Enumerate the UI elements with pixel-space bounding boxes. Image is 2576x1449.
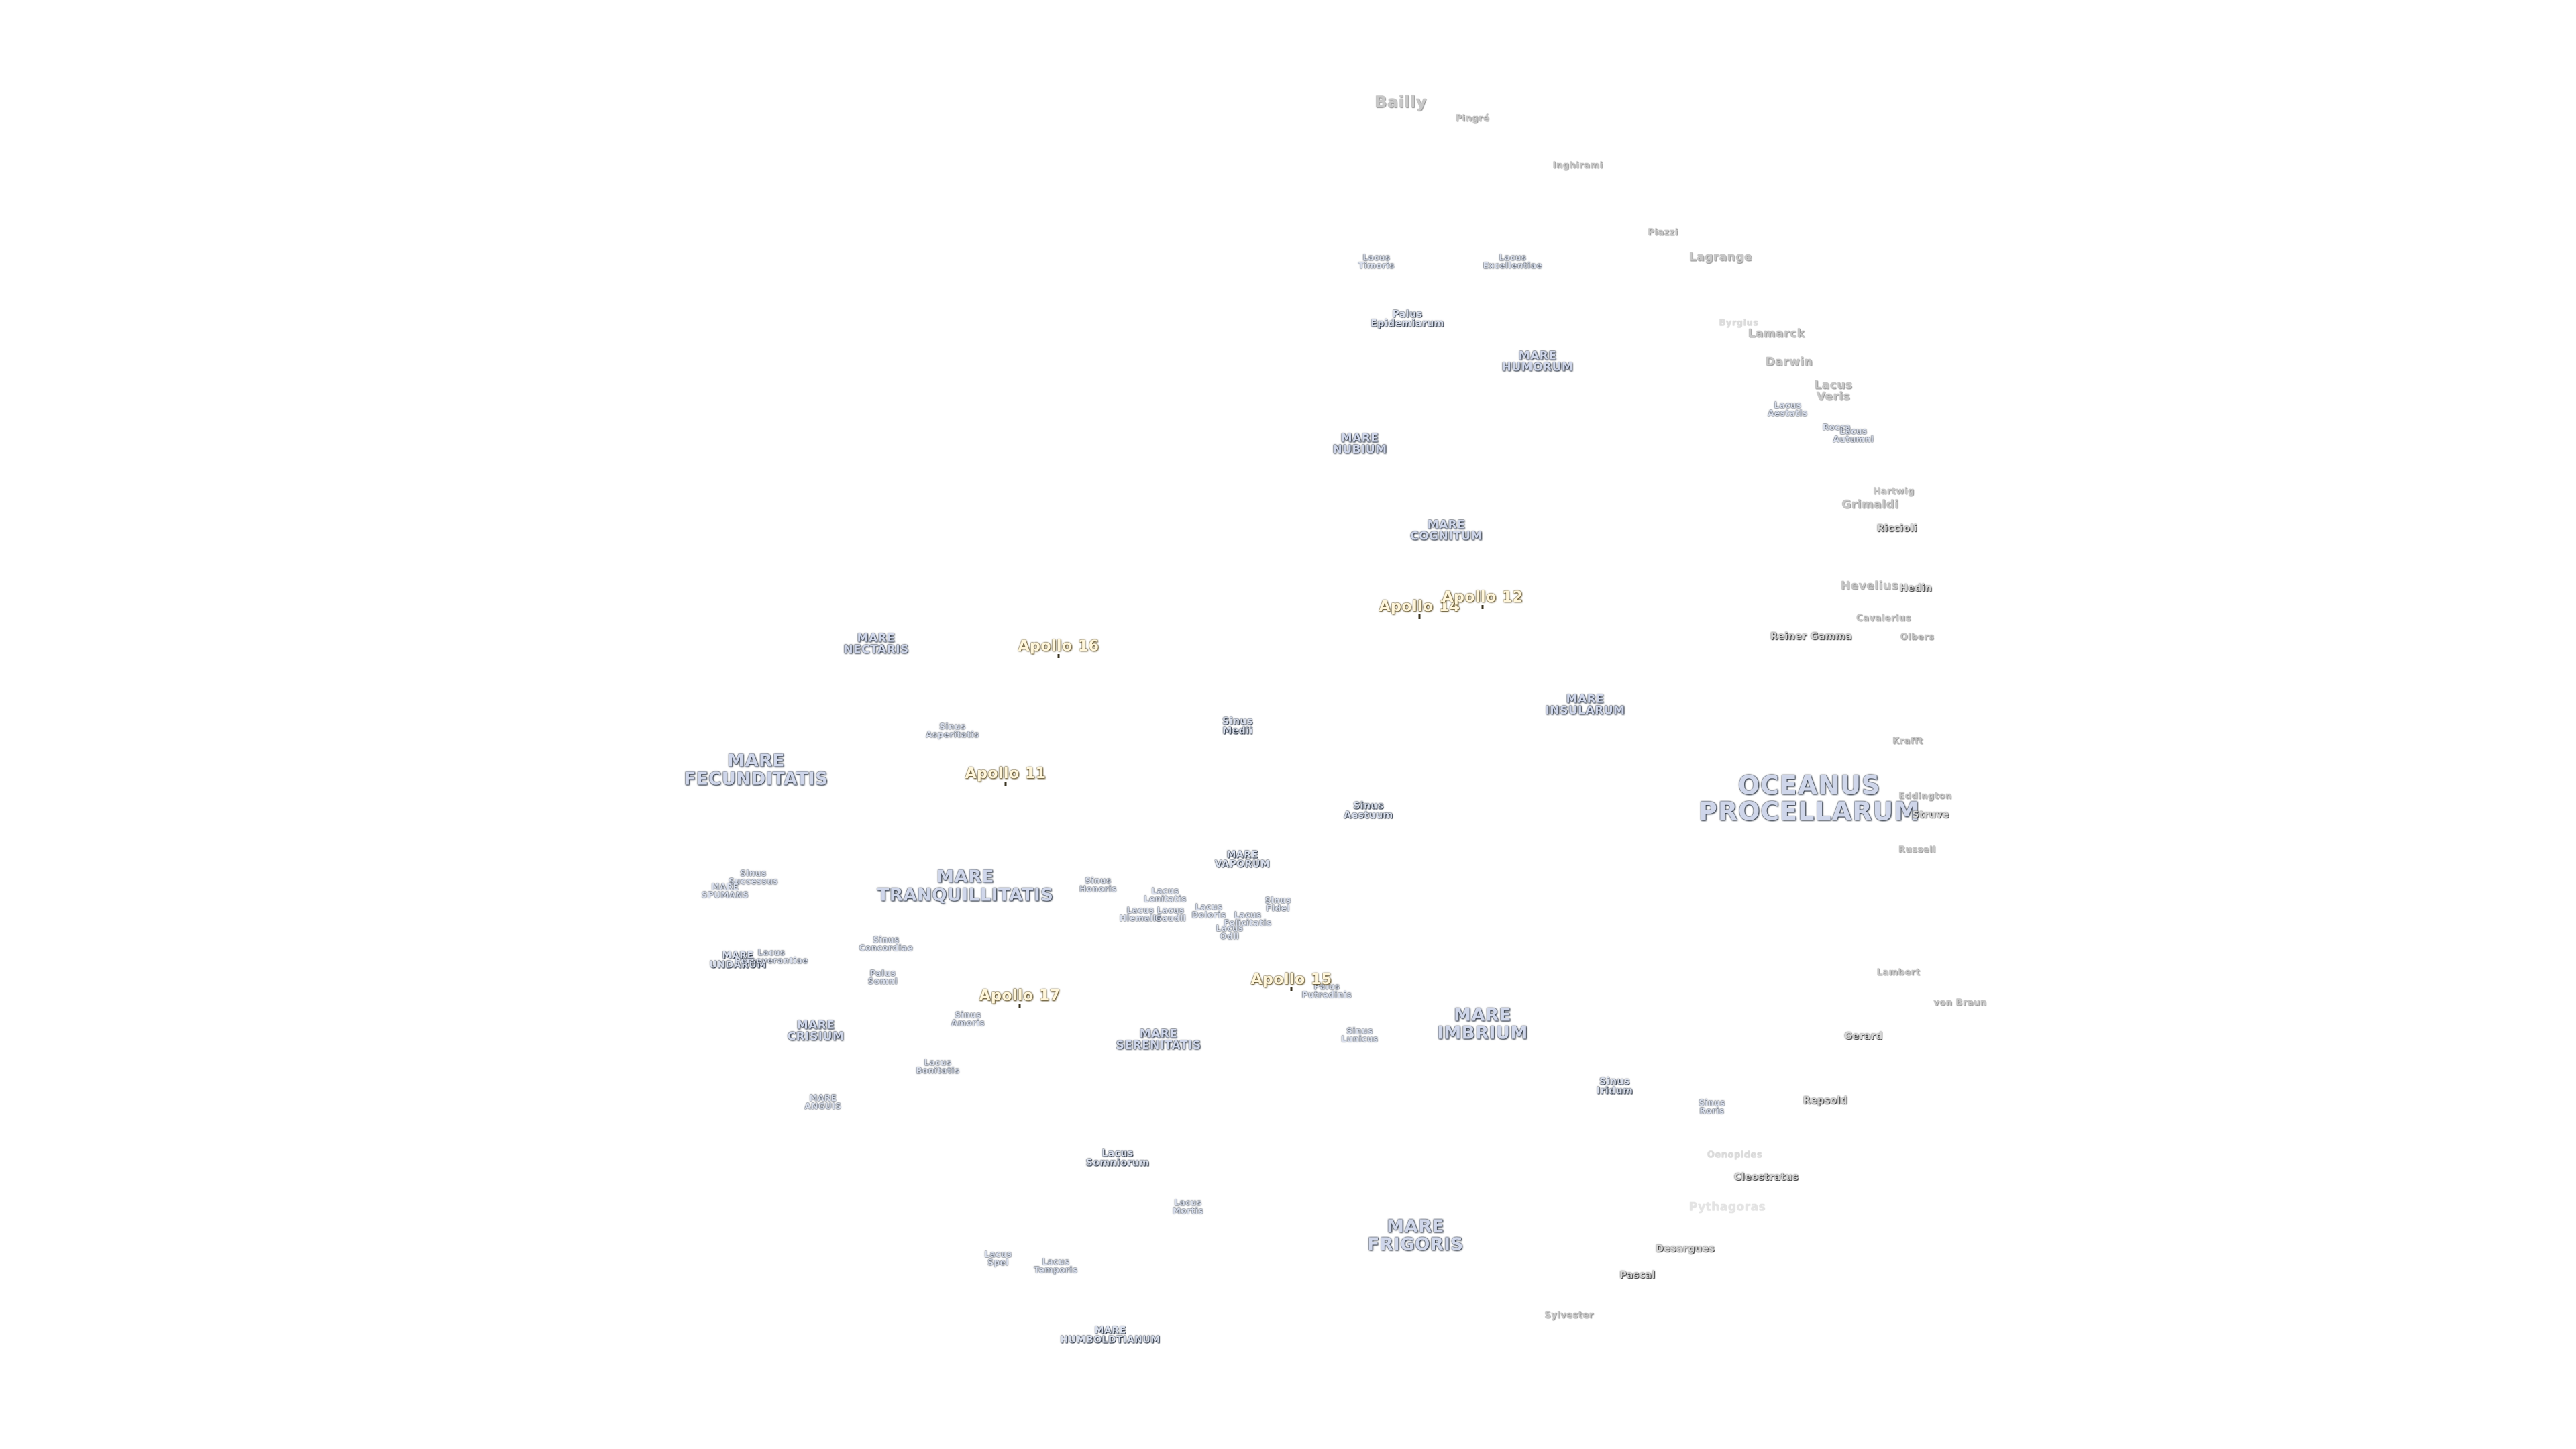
feature-pythagoras: Pythagoras xyxy=(1688,1200,1766,1214)
feature-gerard: Gerard xyxy=(1844,1030,1883,1042)
landing-marker-icon xyxy=(1290,987,1293,991)
feature-lacus-bonitatis: Lacus Bonitatis xyxy=(916,1057,960,1075)
feature-bailly: Bailly xyxy=(1375,92,1427,111)
feature-struve: Struve xyxy=(1912,809,1949,820)
feature-mare-serenitatis: MARE SERENITATIS xyxy=(1116,1027,1201,1053)
feature-rocca: Rocca xyxy=(1822,422,1851,432)
feature-mare-humorum: MARE HUMORUM xyxy=(1501,349,1574,374)
feature-palus-somni: Palus Somni xyxy=(867,968,898,986)
feature-lagrange: Lagrange xyxy=(1688,250,1753,264)
feature-lacus-spei: Lacus Spei xyxy=(984,1249,1012,1267)
feature-cleostratus: Cleostratus xyxy=(1733,1171,1799,1183)
feature-oceanus-procellarum: OCEANUS PROCELLARUM xyxy=(1698,770,1921,826)
feature-sinus-lunicus: Sinus Lunicus xyxy=(1341,1026,1379,1044)
feature-pascal: Pascal xyxy=(1619,1269,1656,1281)
feature-sinus-asperitatis: Sinus Asperitatis xyxy=(926,721,979,739)
feature-lacus-gaudii: Lacus Gaudii xyxy=(1155,905,1187,923)
landing-marker-icon xyxy=(1481,605,1484,609)
feature-darwin: Darwin xyxy=(1765,355,1813,369)
apollo-site-apollo-14: Apollo 14 xyxy=(1379,598,1460,615)
feature-sinus-aestuum: Sinus Aestuum xyxy=(1344,800,1393,821)
feature-mare-fecunditatis: MARE FECUNDITATIS xyxy=(684,751,828,789)
feature-piazzi: Piazzi xyxy=(1648,227,1678,238)
feature-pingr: Pingré xyxy=(1455,113,1490,124)
feature-hevelius: Hevelius xyxy=(1840,579,1899,593)
feature-byrgius: Byrgius xyxy=(1719,318,1759,329)
feature-riccioli: Riccioli xyxy=(1876,523,1918,534)
feature-lacus-excellentiae: Lacus Excellentiae xyxy=(1483,252,1543,270)
feature-oenopides: Oenopides xyxy=(1707,1150,1763,1161)
feature-palus-epidemiarum: Palus Epidemiarum xyxy=(1371,309,1444,329)
feature-eddington: Eddington xyxy=(1898,791,1952,802)
feature-mare-vaporum: MARE VAPORUM xyxy=(1214,849,1271,870)
feature-lacus-veris: Lacus Veris xyxy=(1814,378,1853,404)
feature-hartwig: Hartwig xyxy=(1873,486,1915,497)
feature-mare-frigoris: MARE FRIGORIS xyxy=(1367,1216,1464,1254)
feature-sinus-amoris: Sinus Amoris xyxy=(951,1010,985,1028)
apollo-site-apollo-16: Apollo 16 xyxy=(1018,637,1099,655)
feature-lacus-somniorum: Lacus Somniorum xyxy=(1085,1148,1150,1169)
feature-reiner-gamma: Reiner Gamma xyxy=(1770,631,1852,642)
feature-sinus-medii: Sinus Medii xyxy=(1222,716,1253,737)
feature-palus-putredinis: Palus Putredinis xyxy=(1301,981,1352,1000)
feature-lacus-temporis: Lacus Temporis xyxy=(1034,1256,1078,1275)
feature-sinus-roris: Sinus Roris xyxy=(1699,1097,1725,1116)
feature-russell: Russell xyxy=(1898,845,1936,855)
landing-marker-icon xyxy=(1418,614,1421,619)
feature-mare-insularum: MARE INSULARUM xyxy=(1545,692,1625,718)
feature-mare-anguis: MARE ANGUIS xyxy=(804,1093,842,1111)
feature-lacus-lenitatis: Lacus Lenitatis xyxy=(1144,885,1187,904)
feature-desargues: Desargues xyxy=(1655,1243,1715,1254)
feature-sylvester: Sylvester xyxy=(1544,1310,1594,1321)
landing-marker-icon xyxy=(1018,1004,1021,1008)
feature-lacus-mortis: Lacus Mortis xyxy=(1172,1197,1204,1216)
feature-mare-crisium: MARE CRISIUM xyxy=(787,1018,845,1044)
feature-sinus-concordiae: Sinus Concordiae xyxy=(859,934,914,953)
feature-olbers: Olbers xyxy=(1900,632,1935,643)
feature-lacus-autumni: Lacus Autumni xyxy=(1833,426,1874,444)
landing-marker-icon xyxy=(1057,654,1060,658)
feature-lacus-odii: Lacus Odii xyxy=(1216,923,1244,941)
feature-lacus-hiemalis: Lacus Hiemalis xyxy=(1119,905,1162,923)
landing-marker-icon xyxy=(1004,782,1007,786)
feature-mare-humboldtianum: MARE HUMBOLDTIANUM xyxy=(1060,1325,1161,1346)
feature-repsold: Repsold xyxy=(1803,1095,1848,1106)
feature-von-braun: von Braun xyxy=(1933,998,1987,1008)
feature-sinus-successus: Sinus Successus xyxy=(728,868,779,886)
apollo-site-apollo-12: Apollo 12 xyxy=(1442,588,1523,606)
feature-lamarck: Lamarck xyxy=(1748,327,1805,341)
apollo-site-apollo-11: Apollo 11 xyxy=(965,765,1046,782)
feature-lacus-aestatis: Lacus Aestatis xyxy=(1768,400,1808,418)
apollo-site-apollo-15: Apollo 15 xyxy=(1250,971,1332,988)
feature-lacus-doloris: Lacus Doloris xyxy=(1191,902,1226,920)
feature-mare-imbrium: MARE IMBRIUM xyxy=(1437,1005,1528,1043)
feature-grimaldi: Grimaldi xyxy=(1841,498,1899,512)
feature-mare-nectaris: MARE NECTARIS xyxy=(843,631,909,657)
feature-mare-spumans: MARE SPUMANS xyxy=(701,881,749,900)
feature-cavalerius: Cavalerius xyxy=(1856,613,1911,624)
feature-lacus-timoris: Lacus Timoris xyxy=(1358,252,1395,270)
feature-sinus-iridum: Sinus Iridum xyxy=(1596,1076,1633,1097)
feature-sinus-fidei: Sinus Fidei xyxy=(1265,895,1291,913)
feature-mare-nubium: MARE NUBIUM xyxy=(1332,431,1387,457)
feature-lacus-felicitatis: Lacus Felicitatis xyxy=(1224,910,1272,928)
feature-mare-tranquillitatis: MARE TRANQUILLITATIS xyxy=(877,867,1054,905)
feature-sinus-honoris: Sinus Honoris xyxy=(1079,875,1117,894)
feature-mare-undarum: MARE UNDARUM xyxy=(709,950,767,971)
feature-lambert: Lambert xyxy=(1876,967,1921,978)
feature-inghirami: Inghirami xyxy=(1552,160,1603,171)
feature-hedin: Hedin xyxy=(1899,582,1933,594)
feature-krafft: Krafft xyxy=(1892,736,1923,747)
feature-mare-cognitum: MARE COGNITUM xyxy=(1410,518,1483,543)
feature-lacus-perseverantiae: Lacus Perseverantiae xyxy=(735,947,808,965)
apollo-site-apollo-17: Apollo 17 xyxy=(979,987,1061,1004)
